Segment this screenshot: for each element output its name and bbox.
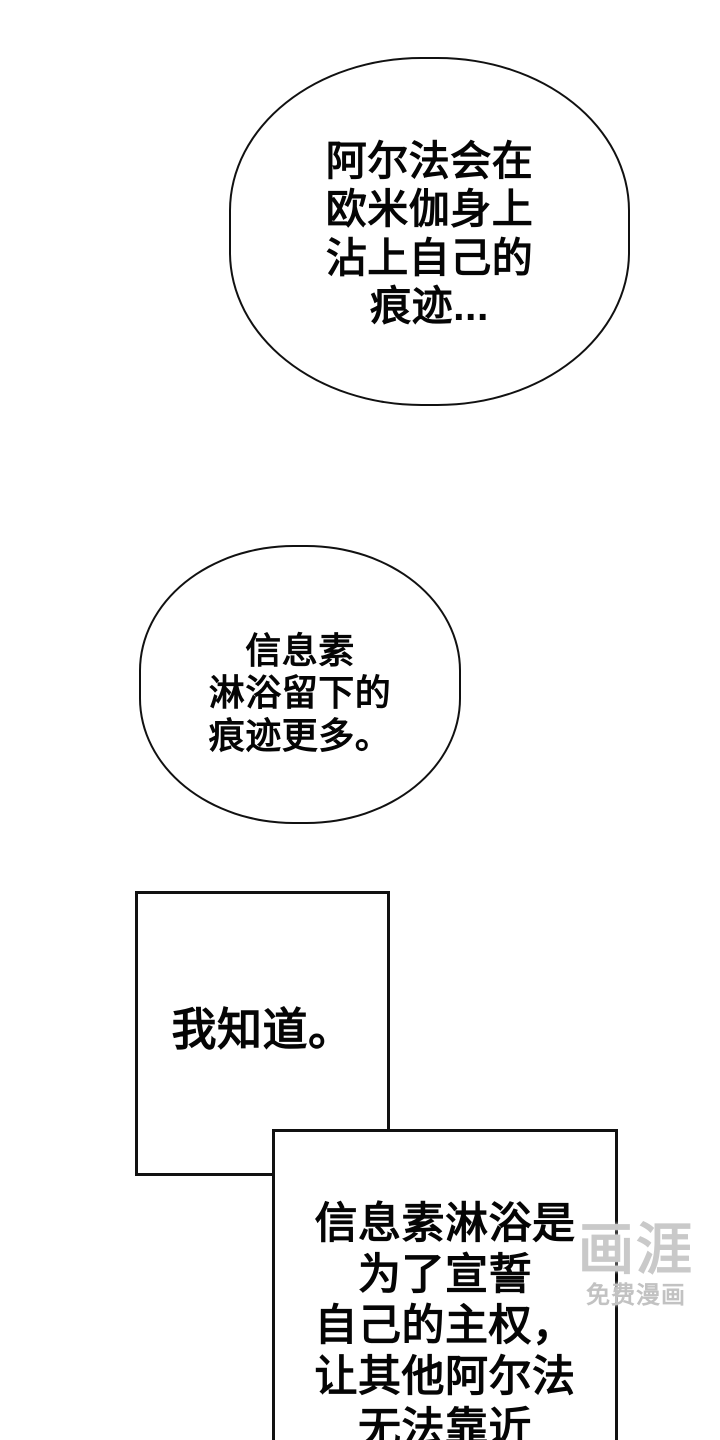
panel-joint-mask (276, 1133, 387, 1173)
comic-panel-lower (272, 1129, 618, 1440)
comic-panel-upper-text: 我知道。 (171, 1004, 354, 1055)
speech-bubble-2: 信息素 淋浴留下的 痕迹更多。 (139, 545, 461, 824)
comic-panel-upper (135, 891, 390, 1176)
speech-bubble-1-text: 阿尔法会在 欧米伽身上 沾上自己的 痕迹... (325, 137, 534, 329)
speech-bubble-2-text: 信息素 淋浴留下的 痕迹更多。 (208, 629, 392, 756)
comic-panel-lower-text: 信息素淋浴是 为了宣誓 自己的主权， 让其他阿尔法 无法靠近 (314, 1200, 576, 1440)
speech-bubble-1: 阿尔法会在 欧米伽身上 沾上自己的 痕迹... (229, 57, 630, 406)
